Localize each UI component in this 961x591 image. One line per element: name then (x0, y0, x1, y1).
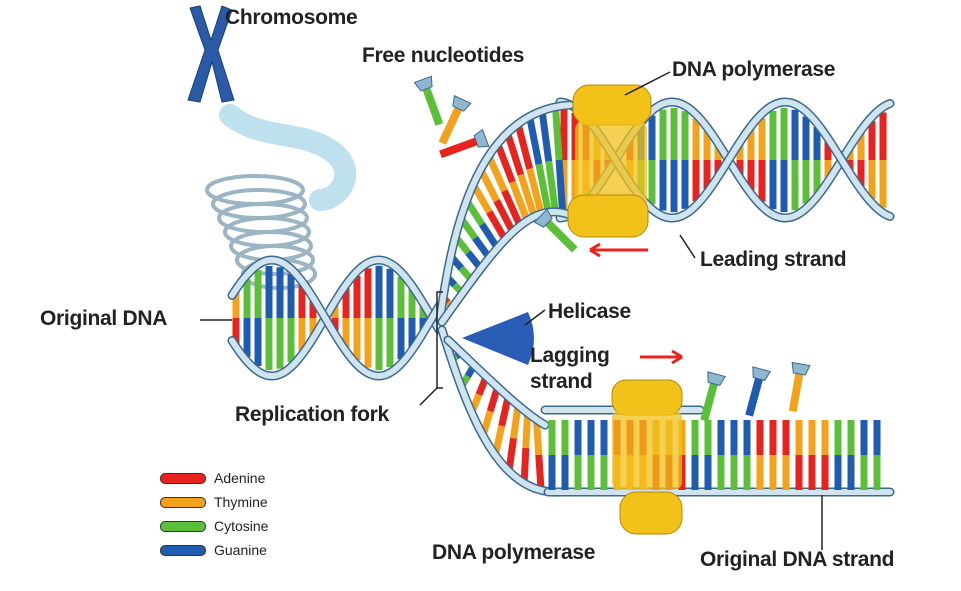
base-pair (486, 210, 509, 242)
label-leading-strand: Leading strand (700, 248, 847, 271)
base-pair (532, 419, 543, 456)
label-dna-polymerase-top: DNA polymerase (672, 58, 836, 81)
base-pair (555, 159, 567, 214)
sugar-phosphate-backbone (229, 256, 442, 379)
thymine-swatch (160, 496, 206, 508)
dna-polymerase-lagging-body (612, 410, 682, 490)
sugar-phosphate-backbone (229, 257, 442, 380)
base-pair (552, 106, 563, 161)
cytosine-swatch (160, 520, 206, 532)
base-pair (535, 454, 545, 491)
base-pair (504, 131, 525, 176)
legend-label: Thymine (214, 494, 268, 510)
base-pair (538, 110, 553, 162)
label-free-nucleotides: Free nucleotides (362, 44, 525, 67)
label-helicase: Helicase (548, 300, 631, 323)
base-pair (522, 412, 532, 449)
free-nucleotide (745, 366, 772, 417)
sugar-phosphate-backbone (439, 208, 573, 325)
leading-strand-pointer (679, 234, 696, 259)
polymerase-pointer (624, 71, 671, 96)
free-nucleotide (700, 371, 727, 422)
sugar-phosphate-backbone (437, 102, 573, 323)
base-pair (494, 142, 516, 184)
dna-polymerase-lagging (611, 379, 683, 416)
dna-polymerase-bottom (619, 491, 683, 535)
legend-label: Cytosine (214, 518, 269, 534)
replication-fork-pointer (419, 387, 438, 406)
base-pair (485, 154, 508, 193)
base-pair (510, 404, 522, 439)
base-pair (501, 189, 524, 228)
replication-fork-bracket (436, 291, 443, 389)
legend-item-cytosine: Cytosine (160, 518, 268, 534)
dna-polymerase-top (572, 84, 652, 126)
base-pair (526, 167, 545, 215)
adenine-swatch (160, 472, 206, 484)
base-pair (509, 180, 531, 222)
label-original-dna: Original DNA (40, 307, 168, 330)
chromatin-fiber (219, 104, 357, 211)
sugar-phosphate-backbone (439, 327, 563, 496)
dna-polymerase-top-lower (567, 194, 649, 238)
free-nucleotide (413, 75, 444, 126)
base-pair (517, 173, 538, 218)
label-lagging-strand-2: strand (530, 370, 593, 393)
free-nucleotide (533, 208, 578, 253)
free-nucleotide (788, 361, 811, 413)
base-pair (479, 222, 501, 251)
legend-item-guanine: Guanine (160, 542, 267, 558)
base-pair (493, 199, 516, 234)
legend-item-thymine: Thymine (160, 494, 268, 510)
label-lagging-strand-1: Lagging (530, 344, 610, 367)
legend-item-adenine: Adenine (160, 470, 265, 486)
label-original-dna-strand: Original DNA strand (700, 548, 895, 571)
helicase-icon (462, 312, 534, 365)
chromosome-icon (187, 5, 235, 103)
base-pair (545, 160, 559, 213)
guanine-swatch (160, 544, 206, 556)
dna-polymerase-body (575, 120, 647, 210)
label-chromosome: Chromosome (225, 6, 358, 29)
free-nucleotide (439, 128, 490, 159)
base-pair (526, 115, 543, 166)
chromatin-coil (235, 244, 315, 276)
sugar-phosphate-backbone (445, 337, 548, 428)
leading-direction-arrow (589, 242, 648, 258)
free-nucleotide (438, 95, 472, 145)
legend-label: Adenine (214, 470, 266, 486)
label-replication-fork: Replication fork (235, 403, 389, 426)
lagging-direction-arrow (640, 349, 683, 365)
base-pair (520, 447, 530, 484)
label-dna-polymerase-bottom: DNA polymerase (432, 541, 596, 564)
base-pair (514, 122, 534, 170)
helicase-pointer (524, 309, 546, 326)
legend-label: Guanine (214, 542, 267, 558)
base-pair (535, 163, 552, 213)
base-pair (477, 167, 500, 203)
